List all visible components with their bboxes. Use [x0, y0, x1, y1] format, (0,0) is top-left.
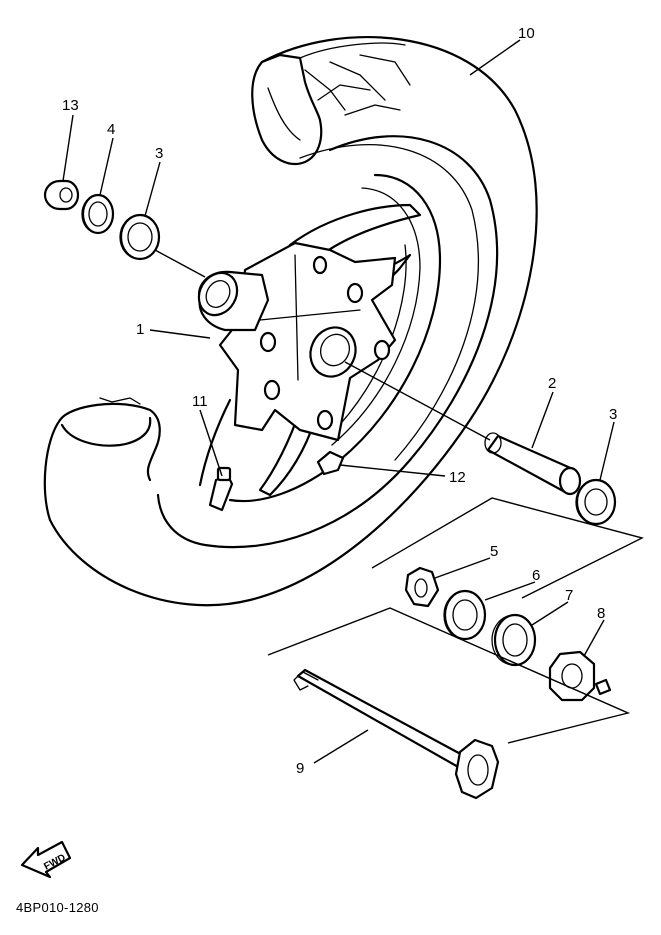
callout-3-left: 3 — [155, 145, 163, 162]
axle-nut-11 — [548, 650, 612, 702]
fwd-arrow-icon: FWD — [20, 840, 72, 879]
callout-labels: 10 1 2 3 13 4 3 11 12 5 6 7 8 9 — [62, 25, 617, 777]
callout-7: 7 — [565, 587, 573, 604]
meter-clutch-5 — [404, 566, 440, 608]
callout-11: 8 — [597, 605, 605, 622]
spacer-2 — [484, 432, 582, 496]
callout-1: 1 — [136, 321, 144, 338]
callout-9: 11 — [192, 393, 208, 410]
bearing-3-right — [575, 478, 617, 526]
callout-10: 12 — [449, 469, 466, 486]
callout-5: 5 — [490, 543, 498, 560]
reference-code: 4BP010-1280 — [16, 900, 99, 915]
callout-13: 13 — [62, 97, 79, 114]
bearing-3-left — [119, 213, 161, 261]
callout-6: 6 — [532, 567, 540, 584]
collar-13 — [43, 179, 80, 211]
callout-2: 2 — [548, 375, 556, 392]
callout-8: 10 — [518, 25, 535, 42]
callout-4: 4 — [107, 121, 115, 138]
oil-seal-4 — [81, 193, 115, 235]
balance-weight — [316, 450, 345, 476]
wheel-hub — [197, 241, 397, 442]
wheel-axle-12 — [293, 668, 500, 800]
callout-3-right: 3 — [609, 406, 617, 423]
collar-7 — [491, 613, 537, 667]
assembly-lines — [154, 249, 644, 744]
callout-12: 9 — [296, 760, 304, 777]
oil-seal-6 — [443, 589, 487, 641]
callout-leaders — [62, 39, 615, 764]
